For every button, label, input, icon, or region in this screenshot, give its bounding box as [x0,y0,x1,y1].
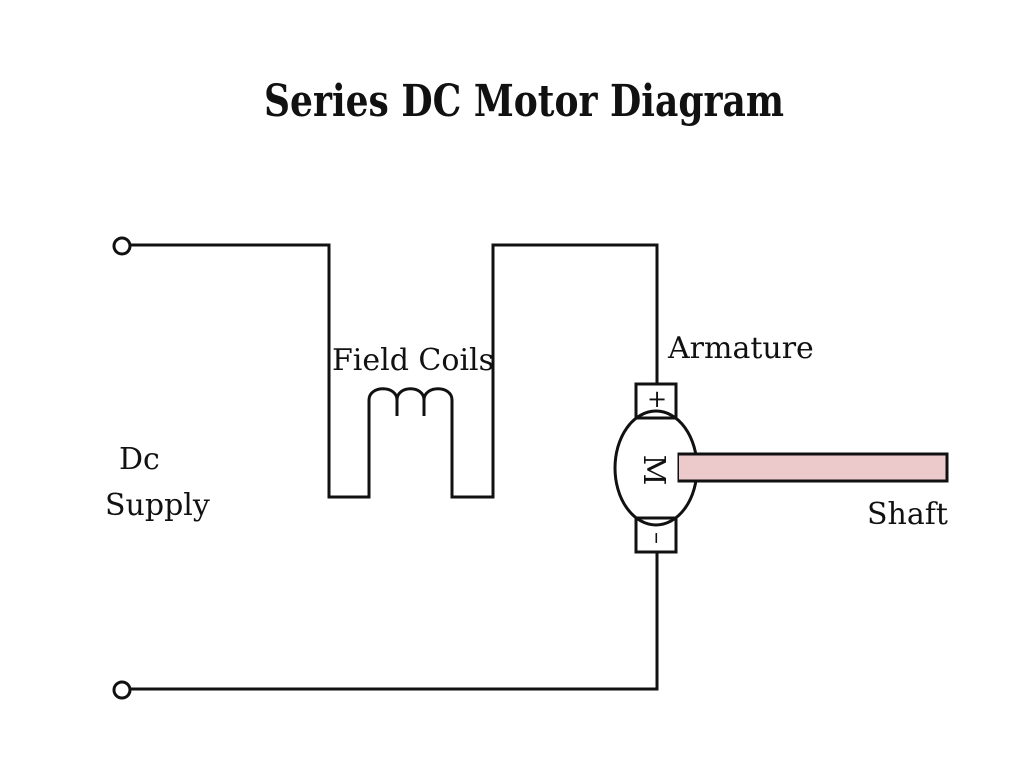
shaft-overlay [679,455,699,480]
shaft-label: Shaft [867,497,948,532]
diagram-title: Series DC Motor Diagram [264,76,784,127]
supply-label-line1: Dc [119,442,160,477]
negative-terminal-sign: – [644,532,672,544]
motor-shaft [677,452,949,483]
field-coil-inductor [367,387,454,416]
positive-terminal-sign: + [647,385,667,413]
wire-top-to-field-coils [130,243,371,499]
supply-terminal-bottom [112,680,132,700]
wire-armature-to-supply-bottom [130,552,659,691]
supply-terminal-top [112,236,132,256]
brush-negative [634,516,678,554]
wire-field-coils-to-armature [450,243,659,499]
supply-label-line2: Supply [105,488,210,523]
brush-positive [634,382,678,420]
armature-label: Armature [667,331,814,366]
field-coils-label: Field Coils [332,343,494,378]
motor-symbol: M [636,455,671,486]
